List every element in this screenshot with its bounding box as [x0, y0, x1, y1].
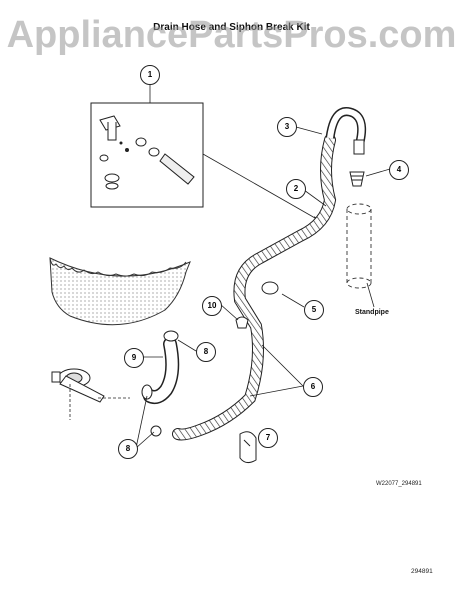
callout-4: 4: [389, 160, 409, 180]
drain-pump: [51, 368, 105, 403]
callout-leaders: [135, 126, 391, 449]
watermark: AppliancePartsPros.com: [6, 14, 457, 56]
callout-7: 7: [258, 428, 278, 448]
part-9-hose: [143, 337, 180, 405]
callout-10: 10: [202, 296, 222, 316]
callout-6: 6: [303, 377, 323, 397]
callout-5: 5: [304, 300, 324, 320]
washer-tub: [49, 257, 191, 326]
callout-3: 3: [277, 117, 297, 137]
callout-8-upper: 8: [196, 342, 216, 362]
callout-1: 1: [140, 65, 160, 85]
diagram-title: Drain Hose and Siphon Break Kit: [153, 22, 310, 33]
part-3-hook: [325, 107, 367, 155]
callout-9: 9: [124, 348, 144, 368]
standpipe: [346, 203, 372, 289]
kit-inset-box: [90, 102, 204, 208]
clamps: [141, 281, 279, 437]
standpipe-label: Standpipe: [355, 309, 389, 316]
part-7-clip: [239, 431, 257, 464]
callout-8-lower: 8: [118, 439, 138, 459]
diagram-number: 294891: [411, 568, 433, 575]
part-4-fitting: [349, 171, 365, 187]
leader-kit-arrow: [202, 153, 323, 223]
callout-2: 2: [286, 179, 306, 199]
drawing-code: W22077_294891: [376, 481, 422, 487]
drain-hose: [172, 134, 337, 441]
